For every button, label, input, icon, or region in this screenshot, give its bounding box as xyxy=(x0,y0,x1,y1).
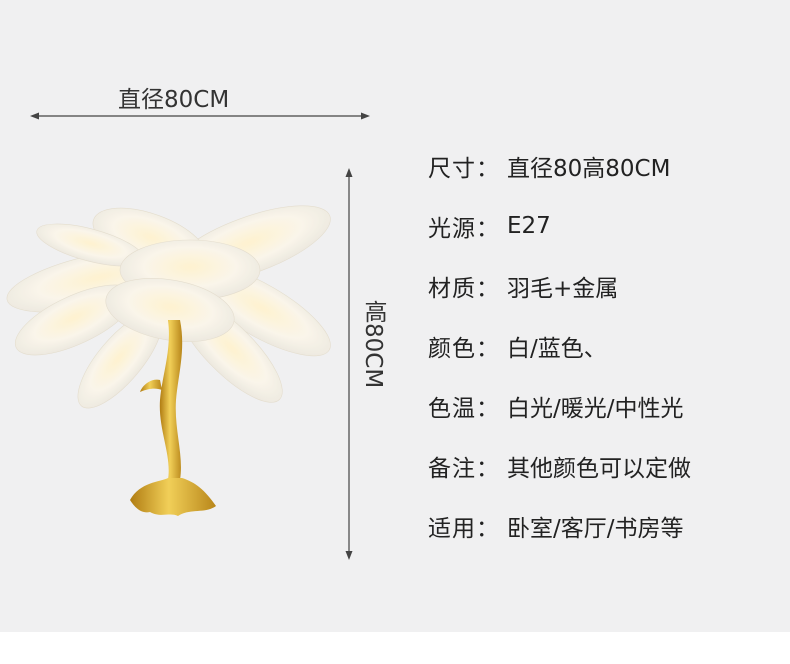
spec-value: 白/蓝色、 xyxy=(507,336,607,362)
spec-key: 光源 xyxy=(428,216,476,242)
spec-separator: ： xyxy=(476,276,499,302)
height-dimension-label: 高80CM xyxy=(360,300,386,389)
spec-list: 尺寸：直径80高80CM 光源：E27 材质：羽毛+金属 颜色：白/蓝色、 色温… xyxy=(428,136,768,556)
width-dimension-label: 直径80CM xyxy=(118,87,230,113)
spec-row-note: 备注： 其他颜色可以定做 xyxy=(428,436,768,496)
spec-key: 备注 xyxy=(428,456,476,482)
spec-separator: ： xyxy=(476,456,499,482)
feather-lamp-image xyxy=(6,205,331,516)
spec-value: 羽毛+金属 xyxy=(507,276,619,302)
width-arrow-icon xyxy=(30,112,370,120)
spec-value: E27 xyxy=(507,213,551,239)
spec-row-applicable: 适用： 卧室/客厅/书房等 xyxy=(428,496,768,556)
height-arrow-icon xyxy=(345,168,353,560)
product-spec-panel: 直径80CM 高80CM xyxy=(0,0,790,632)
spec-key: 适用 xyxy=(428,516,476,542)
spec-row-color: 颜色： 白/蓝色、 xyxy=(428,316,768,376)
spec-key: 材质 xyxy=(428,276,476,302)
spec-row-color-temperature: 色温： 白光/暖光/中性光 xyxy=(428,376,768,436)
spec-value: 卧室/客厅/书房等 xyxy=(507,516,684,542)
spec-key: 色温 xyxy=(428,396,476,422)
spec-key: 颜色 xyxy=(428,336,476,362)
spec-row-material: 材质： 羽毛+金属 xyxy=(428,256,768,316)
spec-row-size: 尺寸： 直径80高80CM xyxy=(428,136,768,196)
spec-separator: ： xyxy=(476,216,499,242)
spec-row-light-source: 光源： E27 xyxy=(428,196,768,256)
spec-key: 尺寸 xyxy=(428,156,476,182)
spec-separator: ： xyxy=(476,156,499,182)
spec-separator: ： xyxy=(476,516,499,542)
spec-separator: ： xyxy=(476,336,499,362)
spec-value: 白光/暖光/中性光 xyxy=(507,396,684,422)
spec-value: 直径80高80CM xyxy=(507,156,671,182)
spec-separator: ： xyxy=(476,396,499,422)
spec-value: 其他颜色可以定做 xyxy=(507,456,691,482)
